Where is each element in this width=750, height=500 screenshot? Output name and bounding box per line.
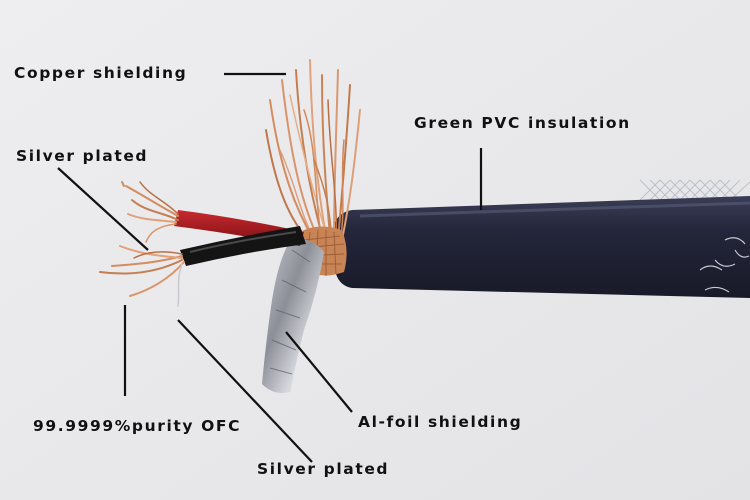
stray-strands-right [699, 237, 750, 293]
leader-al-foil [285, 331, 353, 413]
label-silver-plated-bottom: Silver plated [257, 460, 390, 478]
red-conductor-strands [121, 181, 179, 243]
leader-silver-plated-top [57, 167, 149, 251]
cable-jacket [335, 196, 750, 298]
label-silver-plated-top: Silver plated [16, 147, 149, 165]
leader-silver-plated-bottom [177, 319, 313, 463]
braid-mesh-right [639, 179, 750, 201]
label-al-foil-shielding: Al-foil shielding [358, 413, 523, 431]
leader-lines [57, 72, 483, 463]
jacket-highlight [359, 201, 750, 218]
label-green-pvc-insulation: Green PVC insulation [414, 114, 631, 132]
foil-creases [269, 249, 311, 375]
label-copper-shielding: Copper shielding [14, 64, 188, 82]
black-conductor-highlight [189, 231, 297, 253]
black-conductor-strands [99, 245, 185, 307]
label-ofc-purity: 99.9999%purity OFC [33, 417, 242, 435]
